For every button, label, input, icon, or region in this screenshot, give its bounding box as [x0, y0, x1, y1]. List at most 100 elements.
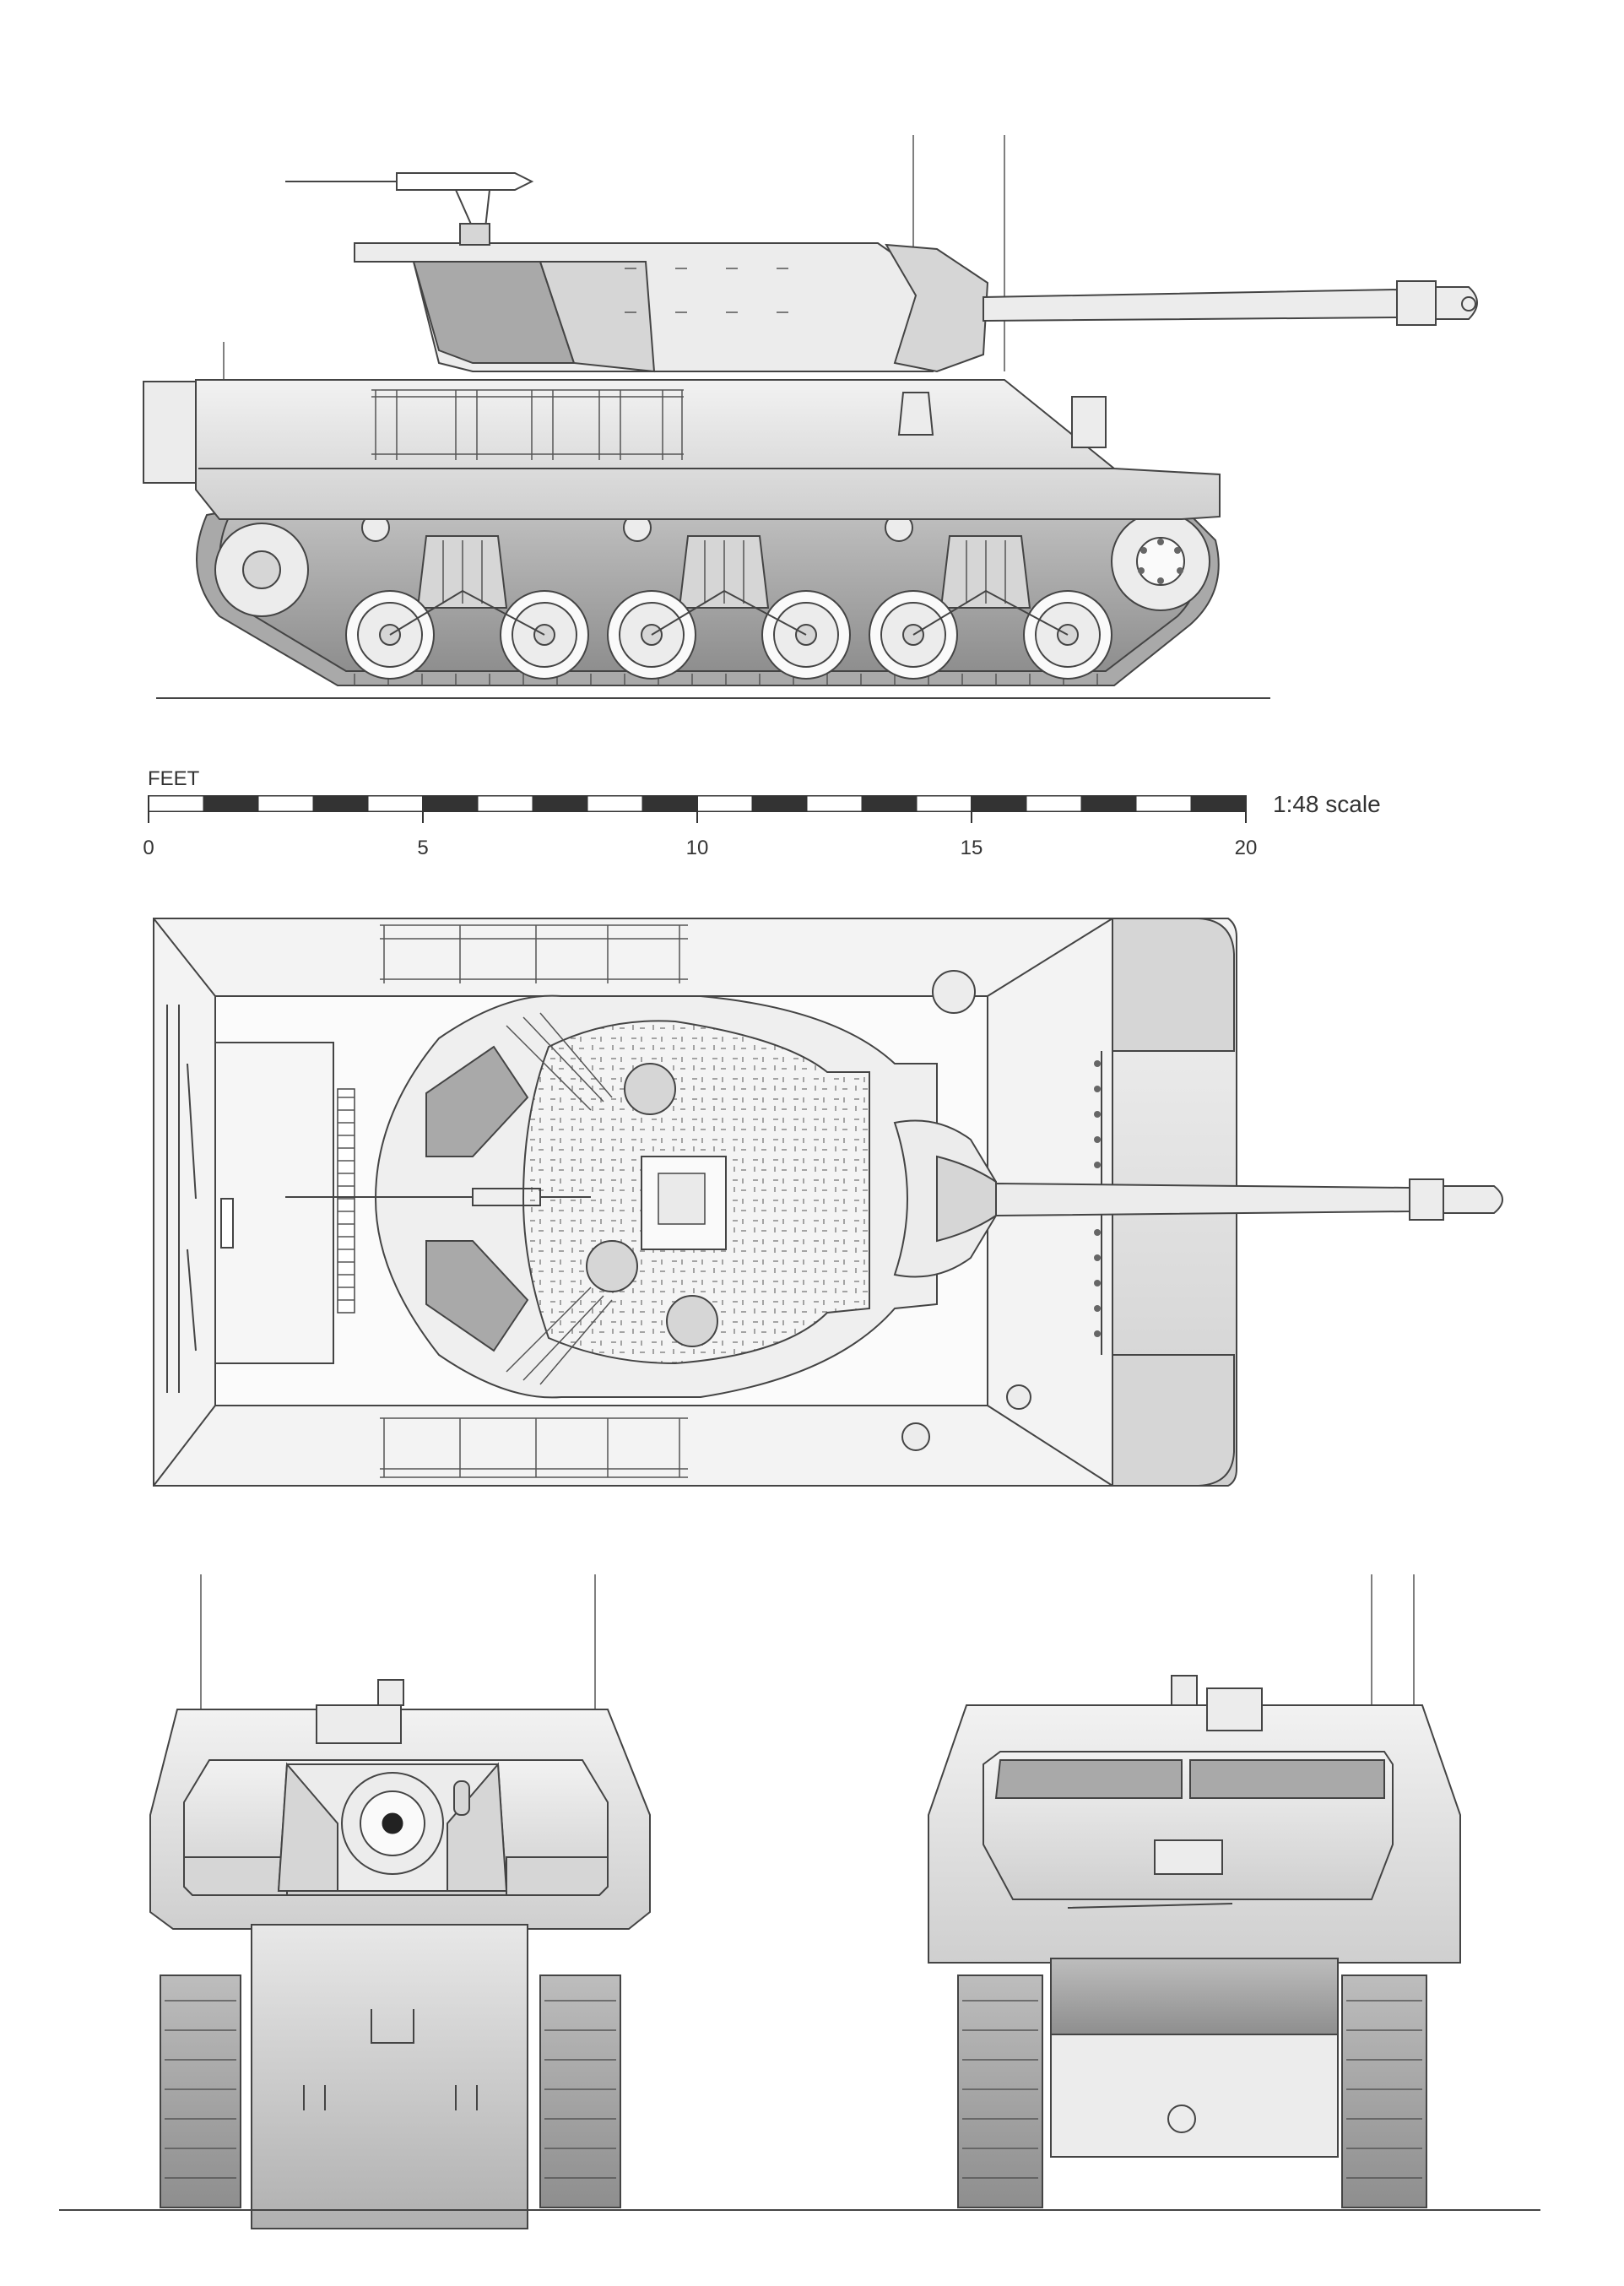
side-rear-box	[143, 381, 197, 484]
side-stowage-rails	[371, 389, 684, 460]
side-sprocket-hub	[1136, 537, 1185, 586]
front-track-left	[160, 1975, 241, 2208]
top-gun-breech-inner	[658, 1173, 706, 1225]
scale-segment	[1026, 795, 1082, 812]
side-bogie-arms	[389, 589, 1069, 636]
rear-lower-plate	[1050, 2034, 1339, 2158]
side-view	[143, 135, 1478, 699]
rear-grille-recess	[1050, 1958, 1339, 2035]
side-track-bottom-links	[354, 674, 1098, 685]
top-roof-mg	[285, 1188, 591, 1206]
front-gun-bore	[382, 1812, 403, 1834]
scale-segments	[148, 795, 1247, 812]
top-view	[153, 918, 1503, 1487]
front-roof-mg	[316, 1704, 402, 1744]
rear-roof-mg	[1206, 1687, 1263, 1731]
top-front-rivets	[1094, 1060, 1101, 1337]
scale-segment	[971, 795, 1027, 812]
scale-segment	[641, 795, 698, 812]
top-gun-barrel	[995, 1182, 1410, 1217]
scale-segment	[367, 795, 424, 812]
side-gun-barrel	[983, 288, 1398, 322]
top-turret-floor-hatch-1	[624, 1063, 676, 1115]
top-ammo-rack-upper	[425, 1045, 529, 1157]
top-muzzle-brake	[1409, 1178, 1444, 1221]
scale-segment	[696, 795, 753, 812]
scale-segment	[422, 795, 479, 812]
top-ammo-rack-lower	[425, 1240, 529, 1352]
top-turret-floor-hatch-3	[666, 1295, 718, 1347]
top-stowage-rails-lower	[380, 1417, 688, 1478]
rear-roof-mg-top	[1171, 1675, 1198, 1706]
side-muzzle-bore	[1461, 296, 1476, 311]
side-turret-shade	[412, 261, 576, 364]
scale-segment	[751, 795, 808, 812]
front-mantlet-slot	[453, 1780, 470, 1816]
scale-tick-label-15: 15	[961, 837, 983, 859]
top-rear-tools	[166, 1005, 197, 1393]
scale-segment	[1190, 795, 1247, 812]
top-front-fitting	[1006, 1384, 1031, 1410]
side-sprocket-bolts	[1138, 539, 1183, 584]
top-hull-bevels	[153, 918, 1113, 1487]
top-rear-box	[220, 1198, 234, 1249]
top-bow-hatch	[901, 1422, 930, 1451]
top-stowage-rails-upper	[380, 924, 688, 983]
scale-segment	[1135, 795, 1192, 812]
scale-tick-label-10: 10	[686, 837, 709, 859]
front-view	[149, 1574, 651, 2229]
front-roof-mg-top	[377, 1679, 404, 1706]
scale-segment	[477, 795, 533, 812]
rear-track-right	[1341, 1975, 1427, 2208]
side-turret-shade-2	[539, 261, 656, 373]
scale-tick-label-5: 5	[417, 837, 428, 859]
scale-segment	[148, 795, 204, 812]
scale-segment	[587, 795, 643, 812]
top-driver-hatch	[932, 970, 976, 1014]
front-glacis-plate	[251, 1924, 528, 2229]
side-turret-rivets	[625, 268, 788, 313]
top-turret-floor-hatch-2	[586, 1240, 638, 1292]
scale-ratio-label: 1:48 scale	[1273, 791, 1381, 817]
scale-segment	[916, 795, 972, 812]
side-bogie-bracket-ribs	[442, 540, 1006, 604]
top-muzzle-tip	[1443, 1185, 1503, 1214]
scale-segment	[1080, 795, 1137, 812]
scale-tick-label-0: 0	[143, 837, 154, 859]
scale-segment	[312, 795, 369, 812]
rear-track-left	[957, 1975, 1043, 2208]
side-roof-mg-mount	[459, 223, 490, 246]
side-lower-hull	[195, 379, 1221, 520]
scale-segment	[861, 795, 918, 812]
scale-ticks	[148, 796, 1247, 823]
scale-segment	[532, 795, 588, 812]
front-turret-sides-shade	[183, 1856, 609, 1896]
scale-segment	[203, 795, 259, 812]
scale-unit-label: FEET	[148, 767, 200, 790]
scale-segment	[257, 795, 314, 812]
top-ammo-rack-rounds	[506, 1012, 613, 1385]
side-roof-mg	[285, 172, 534, 229]
top-engine-grille-lines	[338, 1097, 355, 1301]
front-glacis-details	[303, 2009, 478, 2110]
rear-turret-bracket	[1154, 1839, 1223, 1875]
side-idler-hub	[242, 550, 281, 589]
scale-bar: FEET 1:48 scale 0 5 10 15 20	[143, 767, 1380, 859]
side-gun-mantlet	[885, 243, 989, 373]
scale-segment	[806, 795, 863, 812]
top-front-fenders	[1112, 918, 1235, 1487]
rear-turret-bustle-shade	[994, 1759, 1385, 1799]
side-muzzle-tip	[1435, 286, 1478, 320]
rear-towing-eye	[1167, 2105, 1196, 2133]
rear-view	[928, 1574, 1461, 2208]
side-front-fitting	[1071, 396, 1107, 448]
scale-tick-label-20: 20	[1235, 837, 1258, 859]
side-muzzle-brake	[1396, 280, 1437, 326]
front-track-right	[539, 1975, 621, 2208]
side-headlight	[897, 392, 934, 436]
top-engine-deck	[214, 1042, 334, 1364]
front-track-links	[165, 2000, 616, 2179]
top-engine-grille	[337, 1088, 355, 1314]
rear-track-links	[962, 2000, 1422, 2179]
